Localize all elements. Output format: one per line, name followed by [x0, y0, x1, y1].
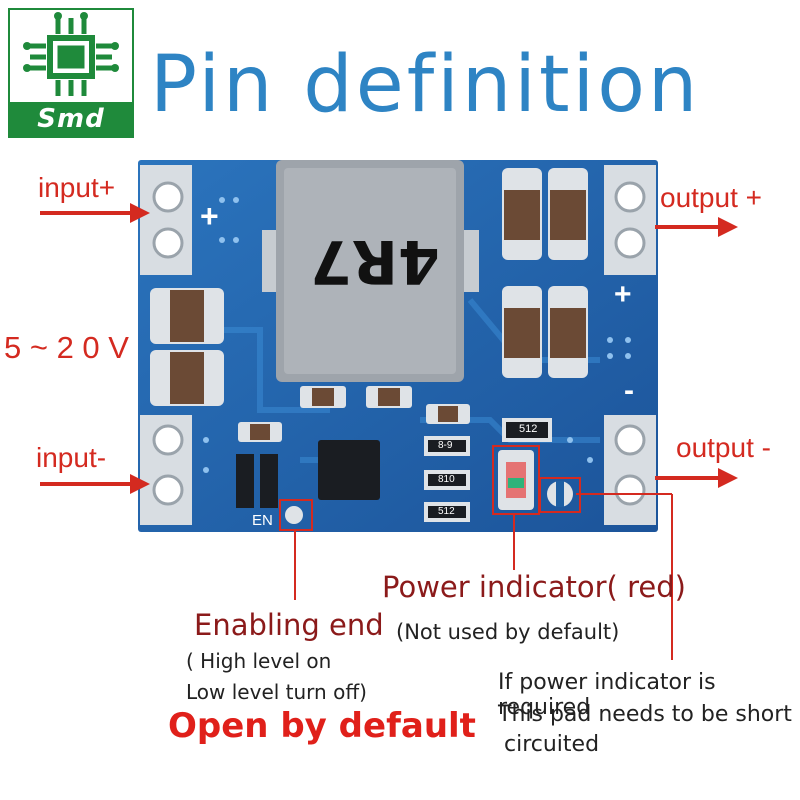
enabling-end-label: Enabling end — [194, 608, 384, 642]
note-line-3: circuited — [504, 732, 600, 757]
plus-silk-input: + — [200, 198, 219, 234]
logo-text: Smd — [10, 102, 132, 136]
inductor — [262, 160, 479, 382]
input-minus-pads — [140, 415, 192, 525]
regulator-ic — [318, 440, 380, 500]
en-pad — [285, 506, 303, 524]
note-line-2: This pad needs to be short — [498, 702, 792, 727]
high-level-caption: ( High level on — [186, 649, 332, 673]
output-minus-label: output - — [676, 432, 771, 463]
resistor-code: 512 — [438, 506, 455, 517]
minus-silk-output: - — [624, 374, 634, 407]
low-level-caption: Low level turn off) — [186, 680, 367, 704]
output-minus-pads — [604, 415, 656, 525]
power-indicator-label: Power indicator( red) — [382, 570, 686, 604]
resistor-code: 512 — [519, 423, 538, 435]
smd-logo: Smd — [8, 8, 134, 138]
output-plus-label: output + — [660, 182, 762, 213]
resistors — [236, 418, 552, 522]
inductor-marking: 4R7 — [310, 226, 440, 296]
note-line-1: If power indicator is required — [498, 670, 716, 720]
en-silk: EN — [252, 512, 273, 529]
voltage-range-label: 5 ~ 2 0 V — [4, 330, 129, 365]
resistor-code: 8-9 — [438, 440, 453, 451]
not-used-caption: (Not used by default) — [396, 620, 620, 644]
input-plus-pads — [140, 165, 192, 275]
input-minus-label: input- — [36, 442, 107, 473]
plus-silk-output: + — [614, 278, 632, 311]
page-title: Pin definition — [150, 40, 701, 130]
output-plus-pads — [604, 165, 656, 275]
chip-icon — [23, 12, 119, 96]
input-plus-label: input+ — [38, 172, 116, 203]
capacitors — [150, 168, 588, 442]
open-default-label: Open by default — [168, 706, 476, 746]
resistor-code: 810 — [438, 474, 455, 485]
arrow-group — [40, 203, 738, 494]
